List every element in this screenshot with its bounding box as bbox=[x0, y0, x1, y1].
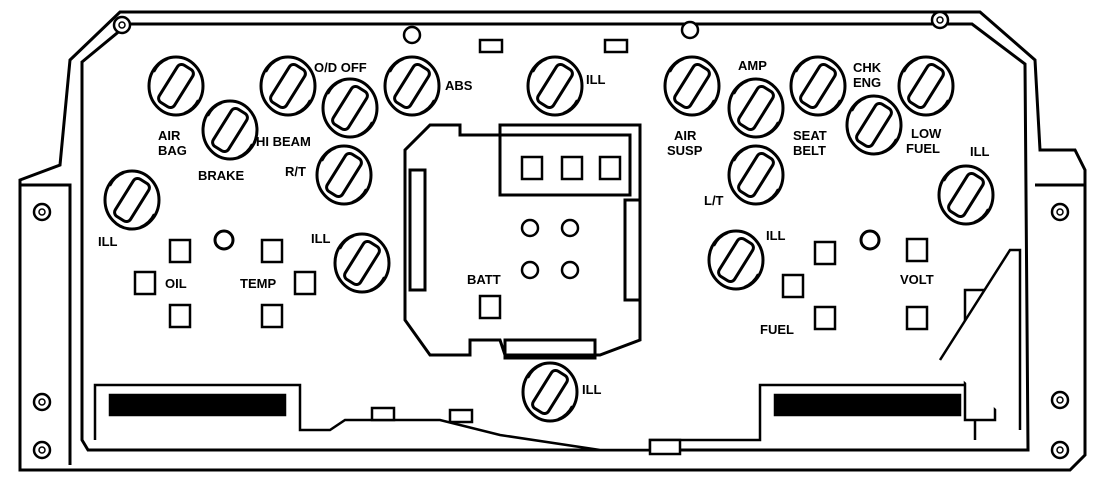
low-fuel-label-line2: FUEL bbox=[906, 141, 940, 156]
air-susp-label-line2: SUSP bbox=[667, 143, 703, 158]
air-bag-label-line2: BAG bbox=[158, 143, 187, 158]
oil-label: OIL bbox=[165, 276, 187, 291]
air-susp-bulb bbox=[663, 55, 721, 117]
air-bag-bulb bbox=[147, 55, 205, 117]
volt-label: VOLT bbox=[900, 272, 934, 287]
right-gauge-pads bbox=[781, 229, 929, 331]
chk-eng-bulb bbox=[845, 94, 903, 156]
top-clips bbox=[402, 20, 700, 54]
rt-label: R/T bbox=[285, 164, 306, 179]
ill-bottom-center-label: ILL bbox=[582, 382, 602, 397]
low-fuel-label-line1: LOW bbox=[911, 126, 942, 141]
left-gauge-pads bbox=[133, 229, 317, 329]
ill-top-center-bulb bbox=[526, 55, 584, 117]
brake-label: BRAKE bbox=[198, 168, 245, 183]
gauge-labels: OIL TEMP BATT VOLT FUEL bbox=[165, 272, 934, 337]
amp-bulb bbox=[727, 77, 785, 139]
abs-bulb bbox=[383, 55, 441, 117]
temp-label: TEMP bbox=[240, 276, 276, 291]
fuel-label: FUEL bbox=[760, 322, 794, 337]
od-off-label: O/D OFF bbox=[314, 60, 367, 75]
ill-right-mid-bulb bbox=[707, 229, 765, 291]
hi-beam-label: HI BEAM bbox=[256, 134, 311, 149]
seat-belt-bulb bbox=[789, 55, 847, 117]
lt-label: L/T bbox=[704, 193, 724, 208]
chk-eng-label-line2: ENG bbox=[853, 75, 881, 90]
ill-right-mid-label: ILL bbox=[766, 228, 786, 243]
lt-bulb bbox=[727, 144, 785, 206]
ill-right-label: ILL bbox=[970, 144, 990, 159]
ill-left-label: ILL bbox=[98, 234, 118, 249]
bottom-connectors bbox=[93, 248, 1022, 456]
ill-top-center-label: ILL bbox=[586, 72, 606, 87]
center-plate-pads bbox=[478, 155, 622, 320]
ill-left-bulb bbox=[103, 169, 161, 231]
rt-bulb bbox=[315, 144, 373, 206]
low-fuel-bulb bbox=[897, 55, 955, 117]
center-plate bbox=[403, 123, 642, 360]
ill-left-mid-label: ILL bbox=[311, 231, 331, 246]
bulb-labels: AIR BAG BRAKE HI BEAM O/D OFF R/T ABS IL… bbox=[98, 58, 990, 397]
air-bag-label-line1: AIR bbox=[158, 128, 181, 143]
brake-bulb bbox=[201, 99, 259, 161]
ill-left-mid-bulb bbox=[333, 232, 391, 294]
chk-eng-label-line1: CHK bbox=[853, 60, 882, 75]
ill-right-bulb bbox=[937, 164, 995, 226]
seat-belt-label-line2: BELT bbox=[793, 143, 826, 158]
amp-label: AMP bbox=[738, 58, 767, 73]
ill-bottom-center-bulb bbox=[521, 361, 579, 423]
abs-label: ABS bbox=[445, 78, 473, 93]
seat-belt-label-line1: SEAT bbox=[793, 128, 827, 143]
batt-label: BATT bbox=[467, 272, 501, 287]
od-off-bulb bbox=[321, 77, 379, 139]
air-susp-label-line1: AIR bbox=[674, 128, 697, 143]
hi-beam-bulb bbox=[259, 55, 317, 117]
housing-outline bbox=[18, 10, 1087, 472]
